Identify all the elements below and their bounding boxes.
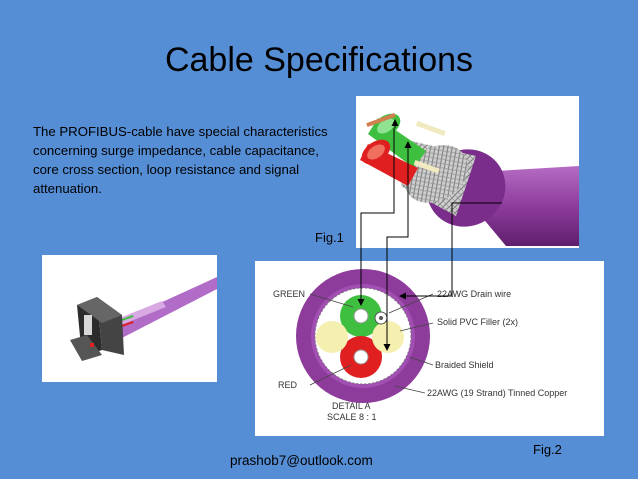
label-detail: DETAIL A xyxy=(332,401,371,411)
label-braided-shield: Braided Shield xyxy=(435,360,494,370)
slide-body-text: The PROFIBUS-cable have special characte… xyxy=(33,124,328,196)
connector-photo xyxy=(42,255,217,382)
fig2-label: Fig.2 xyxy=(533,442,562,457)
label-tinned-copper: 22AWG (19 Strand) Tinned Copper xyxy=(427,388,567,398)
label-drain-wire: 22AWG Drain wire xyxy=(437,289,511,299)
cable-photo xyxy=(356,96,579,248)
label-red: RED xyxy=(278,380,298,390)
label-green: GREEN xyxy=(273,289,305,299)
fig1-label: Fig.1 xyxy=(315,230,344,245)
slide-title: Cable Specifications xyxy=(164,41,474,79)
label-pvc-filler: Solid PVC Filler (2x) xyxy=(437,317,518,327)
footer-email: prashob7@outlook.com xyxy=(230,453,373,468)
label-scale: SCALE 8 : 1 xyxy=(327,412,377,422)
cable-cross-section: GREEN RED 22AWG Drain wire Solid PVC Fil… xyxy=(255,261,604,436)
